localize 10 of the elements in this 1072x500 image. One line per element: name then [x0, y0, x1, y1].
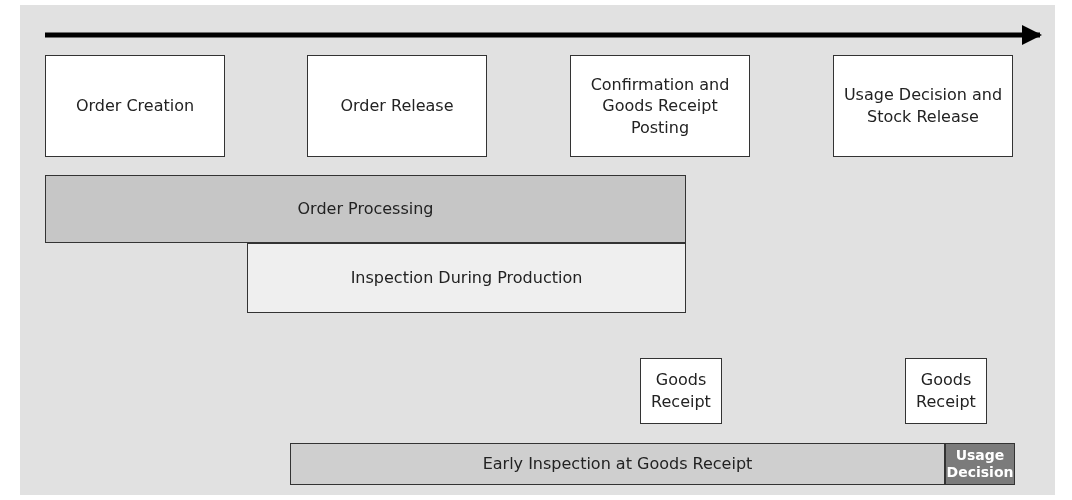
process-box: Order Creation: [45, 55, 225, 157]
event-box: Goods Receipt: [905, 358, 987, 424]
phase-bar: Order Processing: [45, 175, 686, 243]
process-box: Order Release: [307, 55, 487, 157]
phase-bar: Usage Decision: [945, 443, 1015, 485]
process-box: Usage Decision and Stock Release: [833, 55, 1013, 157]
event-box: Goods Receipt: [640, 358, 722, 424]
process-box: Confirmation and Goods Receipt Posting: [570, 55, 750, 157]
phase-bar: Inspection During Production: [247, 243, 686, 313]
phase-bar: Early Inspection at Goods Receipt: [290, 443, 945, 485]
